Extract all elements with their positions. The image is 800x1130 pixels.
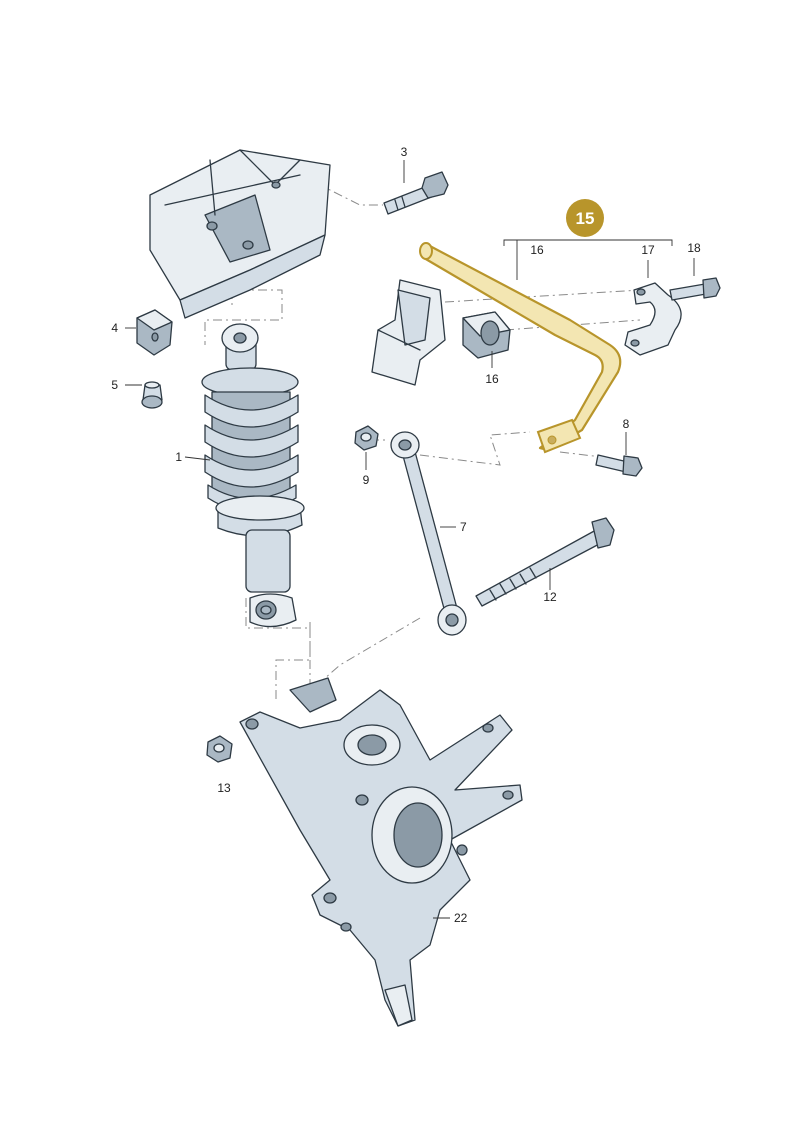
bolt-part-3 [383,171,449,215]
callout-13: 13 [217,781,231,795]
shock-absorber-part-1 [201,323,305,628]
rubber-block-part-4 [136,309,173,356]
badge-circle [566,199,604,237]
callout-labels: 3 4 5 1 9 7 8 12 13 22 16 16 17 18 [111,145,701,925]
callout-16-bearing: 16 [485,372,499,386]
callout-22: 22 [454,911,468,925]
badge-15: 15 [566,199,604,237]
rubber-bearing-part-16 [462,311,511,359]
stabilizer-mount-bracket [371,279,446,386]
callout-12: 12 [543,590,557,604]
clamp-part-17 [624,282,682,356]
bolt-part-8 [595,454,643,477]
bump-stop-part-5 [141,381,163,409]
long-bolt-part-12 [475,517,615,607]
callout-1: 1 [175,450,182,464]
nut-part-13 [206,735,233,763]
callout-7: 7 [460,520,467,534]
coupling-rod-part-7 [390,431,467,636]
callout-9: 9 [363,473,370,487]
callout-16-bar: 16 [530,243,544,257]
callout-18: 18 [687,241,701,255]
wheel-bearing-housing-part-22 [239,677,523,1027]
badge-label: 15 [576,209,595,228]
nut-part-9 [354,425,379,451]
callout-4: 4 [111,321,118,335]
stabilizer-bar-part-15 [419,242,622,454]
callout-8: 8 [623,417,630,431]
callout-5: 5 [111,378,118,392]
callout-leaders [125,160,695,919]
bolt-part-18 [669,277,721,301]
callout-17: 17 [641,243,655,257]
body-mount-bracket [149,149,331,319]
callout-3: 3 [401,145,408,159]
